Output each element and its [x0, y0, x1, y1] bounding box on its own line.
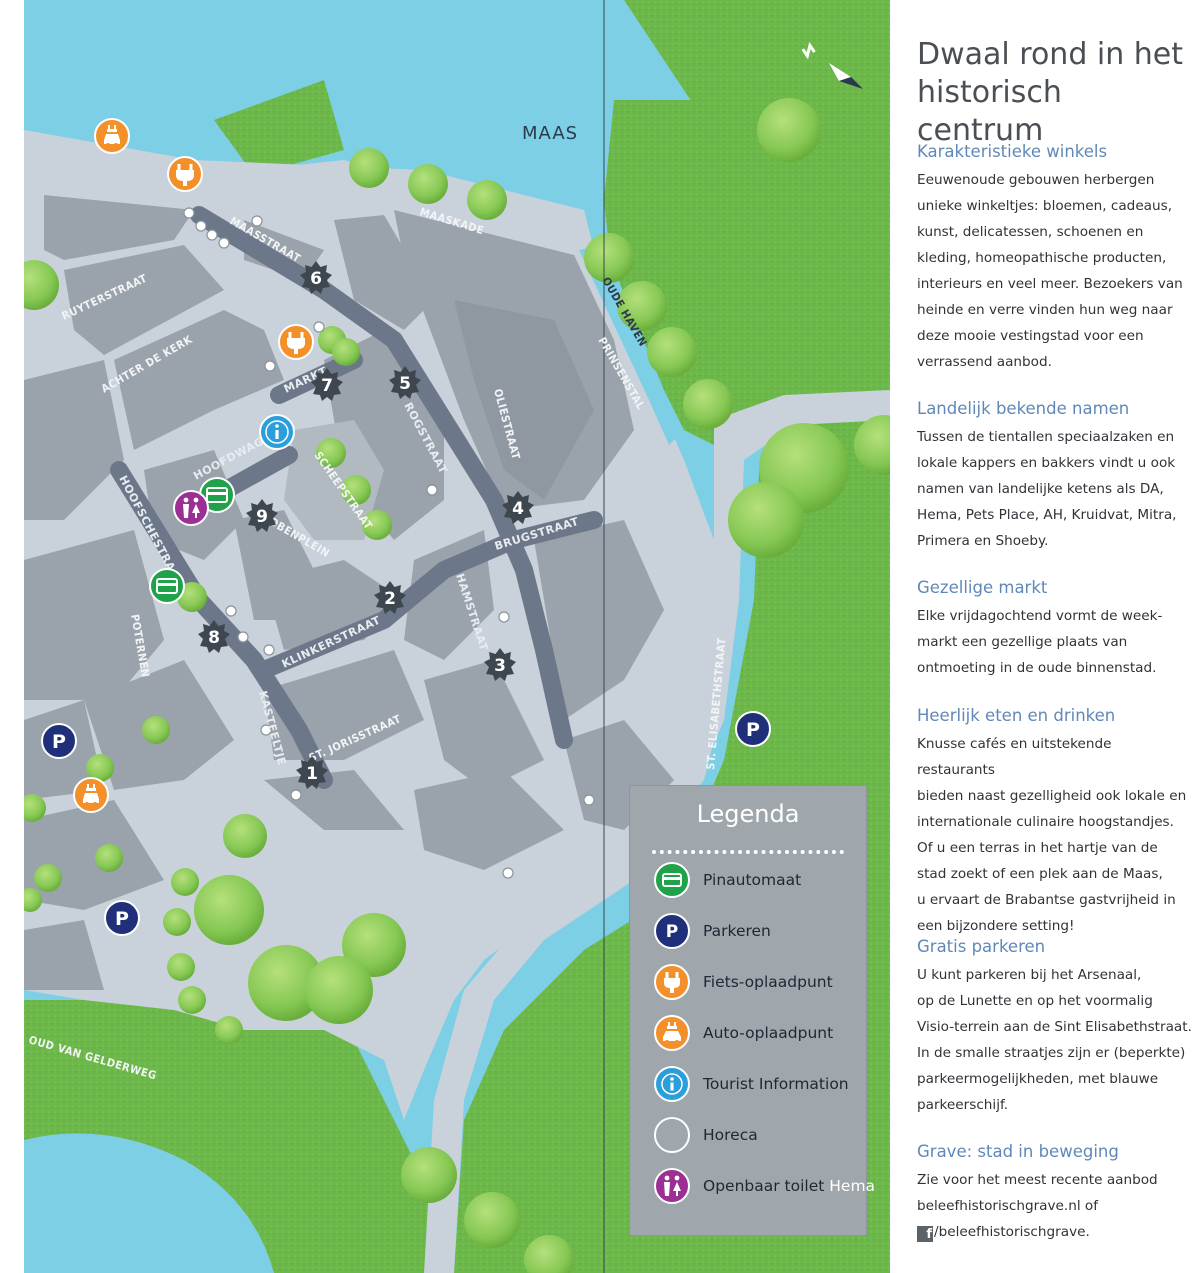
horeca-icon [654, 1117, 690, 1153]
section-winkels: Karakteristieke winkels Eeuwenoude gebou… [917, 141, 1192, 375]
section-body: Elke vrijdagochtend vormt de week- markt… [917, 608, 1163, 676]
page-title: Dwaal rond in het historisch centrum [917, 37, 1184, 148]
star-4[interactable]: 4 [502, 491, 534, 524]
section-body: Eeuwenoude gebouwen herbergen unieke win… [917, 172, 1183, 370]
section-heading: Landelijk bekende namen [917, 399, 1130, 418]
water-sw [24, 1133, 274, 1273]
card-icon [654, 862, 690, 898]
legend-label: Tourist Information [703, 1075, 849, 1093]
toilet-icon [654, 1168, 690, 1204]
section-body: Zie voor het meest recente aanbod beleef… [917, 1172, 1158, 1214]
grass-nw [214, 80, 344, 175]
shopping-route [110, 206, 603, 789]
star-5[interactable]: 5 [389, 366, 421, 399]
legend-panel: Legenda Pinautomaat P Parkeren Fiets-opl… [630, 786, 875, 1235]
quay-road [24, 130, 594, 250]
oude-haven-water [579, 245, 684, 445]
atm-marker[interactable] [149, 568, 185, 604]
legend-title: Legenda [696, 800, 800, 828]
section-heading: Karakteristieke winkels [917, 142, 1108, 161]
legend-divider [652, 850, 844, 858]
car-charge-marker[interactable] [73, 777, 109, 813]
svg-text:3: 3 [494, 656, 506, 676]
facebook-link[interactable]: f/beleefhistorischgrave. [917, 1219, 1192, 1245]
svg-text:6: 6 [310, 269, 322, 289]
star-8[interactable]: 8 [198, 620, 230, 653]
bike-charge-marker[interactable] [167, 156, 203, 192]
legend-item-horeca: Horeca [654, 1115, 758, 1155]
star-9[interactable]: 9 [246, 499, 278, 532]
section-body: Tussen de tientallen speciaalzaken en lo… [917, 429, 1177, 549]
legend-item-openbaar-toilet: Openbaar toilet Hema [654, 1166, 875, 1206]
legend-label: Parkeren [703, 922, 771, 940]
svg-text:P: P [115, 908, 129, 930]
svg-text:2: 2 [384, 589, 396, 609]
north-arrow-icon [801, 41, 863, 89]
legend-label-extra: Hema [829, 1177, 876, 1195]
section-heading: Gratis parkeren [917, 937, 1046, 956]
parking-marker[interactable]: P [104, 900, 140, 936]
legend-item-parkeren: P Parkeren [654, 911, 771, 951]
section-body: Knusse cafés en uitstekende restaurants … [917, 736, 1187, 934]
car-charge-icon [654, 1015, 690, 1051]
legend-item-tourist-information: Tourist Information [654, 1064, 849, 1104]
facebook-icon: f [917, 1226, 933, 1242]
svg-text:P: P [746, 719, 760, 741]
parking-icon: P [654, 913, 690, 949]
info-icon [654, 1066, 690, 1102]
label-maas: MAAS [522, 123, 578, 144]
info-sidebar: Dwaal rond in het historisch centrum Kar… [890, 0, 1200, 1273]
section-beweging: Grave: stad in beweging Zie voor het mee… [917, 1141, 1192, 1245]
svg-text:4: 4 [512, 499, 524, 519]
svg-text:P: P [52, 731, 66, 753]
trees [24, 98, 890, 1273]
section-heading: Grave: stad in beweging [917, 1142, 1119, 1161]
legend-item-fiets-oplaadpunt: Fiets-oplaadpunt [654, 962, 833, 1002]
info-marker[interactable] [259, 414, 295, 450]
legend-label: Openbaar toilet Hema [703, 1177, 876, 1195]
atm-marker[interactable] [199, 477, 235, 513]
star-2[interactable]: 2 [374, 581, 406, 614]
section-markt: Gezellige markt Elke vrijdagochtend vorm… [917, 577, 1192, 681]
section-heading: Heerlijk eten en drinken [917, 706, 1116, 725]
section-eten: Heerlijk eten en drinken Knusse cafés en… [917, 705, 1192, 939]
route-stars: 1 2 3 4 5 6 7 8 9 [198, 261, 534, 789]
star-7[interactable]: 7 [311, 368, 343, 401]
section-namen: Landelijk bekende namen Tussen de tienta… [917, 398, 1192, 554]
legend-label: Auto-oplaadpunt [703, 1024, 834, 1042]
svg-text:5: 5 [399, 374, 411, 394]
svg-text:9: 9 [256, 507, 268, 527]
section-heading: Gezellige markt [917, 578, 1048, 597]
bike-charge-marker[interactable] [278, 324, 314, 360]
car-charge-marker[interactable] [94, 118, 130, 154]
svg-text:1: 1 [306, 764, 318, 784]
parking-marker[interactable]: P [735, 711, 771, 747]
horeca-markers [183, 207, 595, 879]
svg-text:P: P [666, 922, 678, 941]
star-3[interactable]: 3 [484, 648, 516, 681]
legend-label: Horeca [703, 1126, 758, 1144]
city-map[interactable]: MAAS RUYTERSTRAAT MAASSTRAAT MAASKADE AC… [24, 0, 890, 1273]
section-body: U kunt parkeren bij het Arsenaal, op de … [917, 967, 1192, 1113]
legend-item-auto-oplaadpunt: Auto-oplaadpunt [654, 1013, 833, 1053]
legend-label: Fiets-oplaadpunt [703, 973, 833, 991]
legend-item-pinautomaat: Pinautomaat [654, 860, 801, 900]
toilet-marker[interactable] [173, 490, 209, 526]
section-parkeren: Gratis parkeren U kunt parkeren bij het … [917, 936, 1192, 1118]
svg-text:7: 7 [321, 376, 333, 396]
star-1[interactable]: 1 [296, 756, 328, 789]
bike-charge-icon [654, 964, 690, 1000]
svg-text:8: 8 [208, 628, 220, 648]
legend-label: Pinautomaat [703, 871, 802, 889]
star-6[interactable]: 6 [300, 261, 332, 294]
parking-marker[interactable]: P [41, 723, 77, 759]
